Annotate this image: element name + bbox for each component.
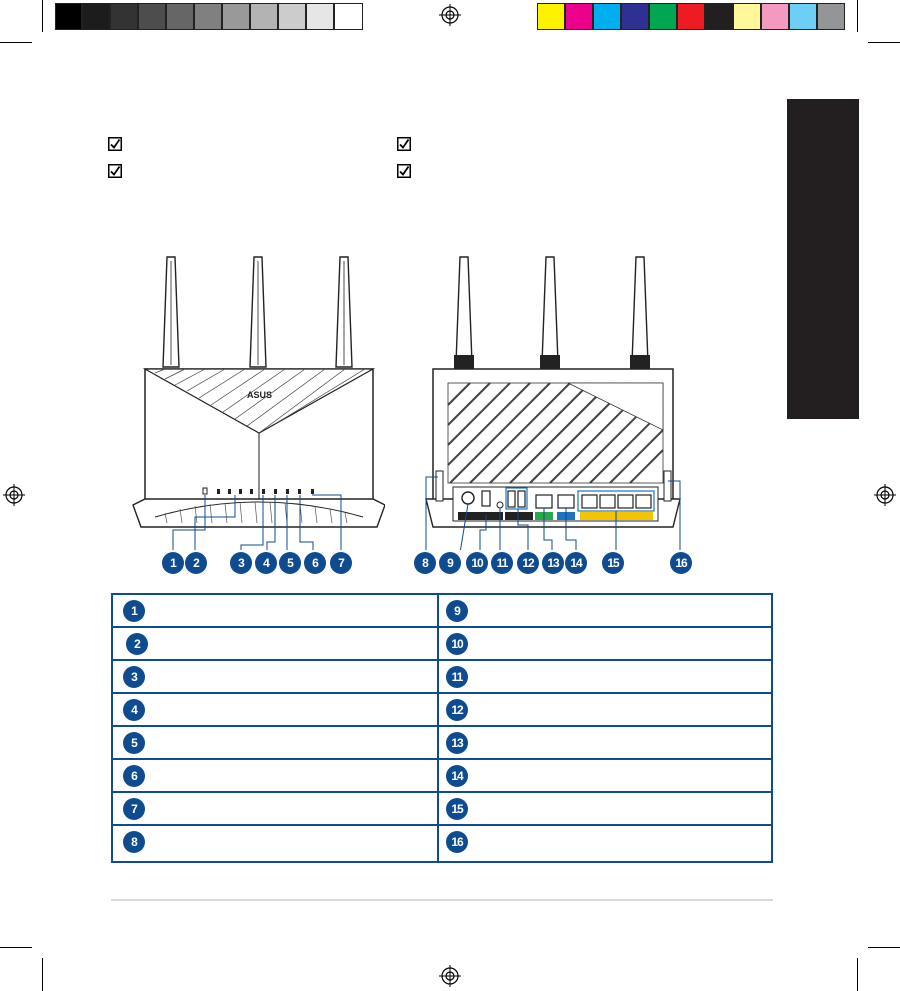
- color-swatch: [677, 3, 705, 30]
- callout-11: 11: [491, 552, 513, 574]
- legend-number: 16: [446, 831, 468, 853]
- legend-number: 15: [446, 798, 468, 820]
- color-swatch: [789, 3, 817, 30]
- legend-number: 13: [446, 732, 468, 754]
- legend-row: 3 11: [113, 661, 771, 694]
- crop-mark: [868, 42, 900, 43]
- gray-swatch: [82, 3, 110, 30]
- checkbox-checked-icon: [108, 137, 122, 151]
- color-swatch: [649, 3, 677, 30]
- crop-mark: [0, 947, 32, 948]
- callout-2: 2: [185, 552, 207, 574]
- router-front-illustration: ASUS: [132, 256, 385, 550]
- legend-number: 12: [446, 699, 468, 721]
- gray-swatch: [138, 3, 166, 30]
- crop-mark: [42, 958, 43, 991]
- gray-swatch: [110, 3, 138, 30]
- callout-7: 7: [330, 552, 352, 574]
- callout-1: 1: [162, 552, 184, 574]
- legend-number: 8: [123, 831, 145, 853]
- legend-number: 9: [446, 600, 468, 622]
- legend-number: 3: [123, 666, 145, 688]
- legend-row: 1 9: [113, 595, 771, 628]
- callout-5: 5: [279, 552, 301, 574]
- callout-3: 3: [230, 552, 252, 574]
- legend-row: 6 14: [113, 760, 771, 793]
- callout-12: 12: [517, 552, 539, 574]
- color-swatch: [593, 3, 621, 30]
- callout-10: 10: [466, 552, 488, 574]
- crop-mark: [857, 0, 858, 32]
- legend-divider: [437, 595, 439, 861]
- color-swatch: [817, 3, 845, 30]
- callout-6: 6: [304, 552, 326, 574]
- legend-table: 1 9 2 10 3 11 4 12 5 13 6 14 7 15 8 16: [111, 593, 773, 863]
- callout-15: 15: [602, 552, 624, 574]
- legend-number: 6: [123, 765, 145, 787]
- legend-number: 10: [446, 633, 468, 655]
- gray-swatch: [222, 3, 250, 30]
- color-swatch: [761, 3, 789, 30]
- gray-swatch: [306, 3, 334, 30]
- legend-number: 2: [126, 633, 148, 655]
- side-language-tab: [787, 99, 859, 419]
- legend-number: 5: [123, 732, 145, 754]
- legend-number: 4: [123, 699, 145, 721]
- crop-mark: [868, 947, 900, 948]
- callout-14: 14: [565, 552, 587, 574]
- registration-mark-icon: [874, 484, 896, 506]
- gray-swatch: [278, 3, 306, 30]
- registration-mark-icon: [3, 484, 25, 506]
- color-swatch: [537, 3, 565, 30]
- callout-13: 13: [542, 552, 564, 574]
- callout-4: 4: [255, 552, 277, 574]
- gray-swatch: [194, 3, 222, 30]
- callout-8: 8: [414, 552, 436, 574]
- legend-row: 2 10: [113, 628, 771, 661]
- legend-row: 5 13: [113, 727, 771, 760]
- router-logo: ASUS: [247, 390, 272, 400]
- callout-16: 16: [670, 552, 692, 574]
- color-swatch: [565, 3, 593, 30]
- gray-swatch: [334, 3, 363, 30]
- crop-mark: [857, 958, 858, 991]
- callout-9: 9: [439, 552, 461, 574]
- checkbox-checked-icon: [397, 137, 411, 151]
- gray-swatch: [250, 3, 278, 30]
- registration-mark-icon: [439, 965, 461, 987]
- router-rear-illustration: [425, 256, 681, 550]
- legend-number: 1: [123, 600, 145, 622]
- color-swatch: [705, 3, 733, 30]
- registration-mark-icon: [439, 4, 461, 26]
- color-swatch: [733, 3, 761, 30]
- legend-row: 8 16: [113, 826, 771, 859]
- legend-row: 7 15: [113, 793, 771, 826]
- crop-mark: [0, 42, 32, 43]
- footer-rule: [111, 899, 773, 901]
- legend-number: 14: [446, 765, 468, 787]
- gray-swatch: [166, 3, 194, 30]
- checkbox-checked-icon: [397, 164, 411, 178]
- legend-row: 4 12: [113, 694, 771, 727]
- checkbox-checked-icon: [108, 164, 122, 178]
- color-swatch: [621, 3, 649, 30]
- gray-swatch: [55, 3, 82, 30]
- crop-mark: [42, 0, 43, 32]
- legend-number: 7: [123, 798, 145, 820]
- legend-number: 11: [446, 666, 468, 688]
